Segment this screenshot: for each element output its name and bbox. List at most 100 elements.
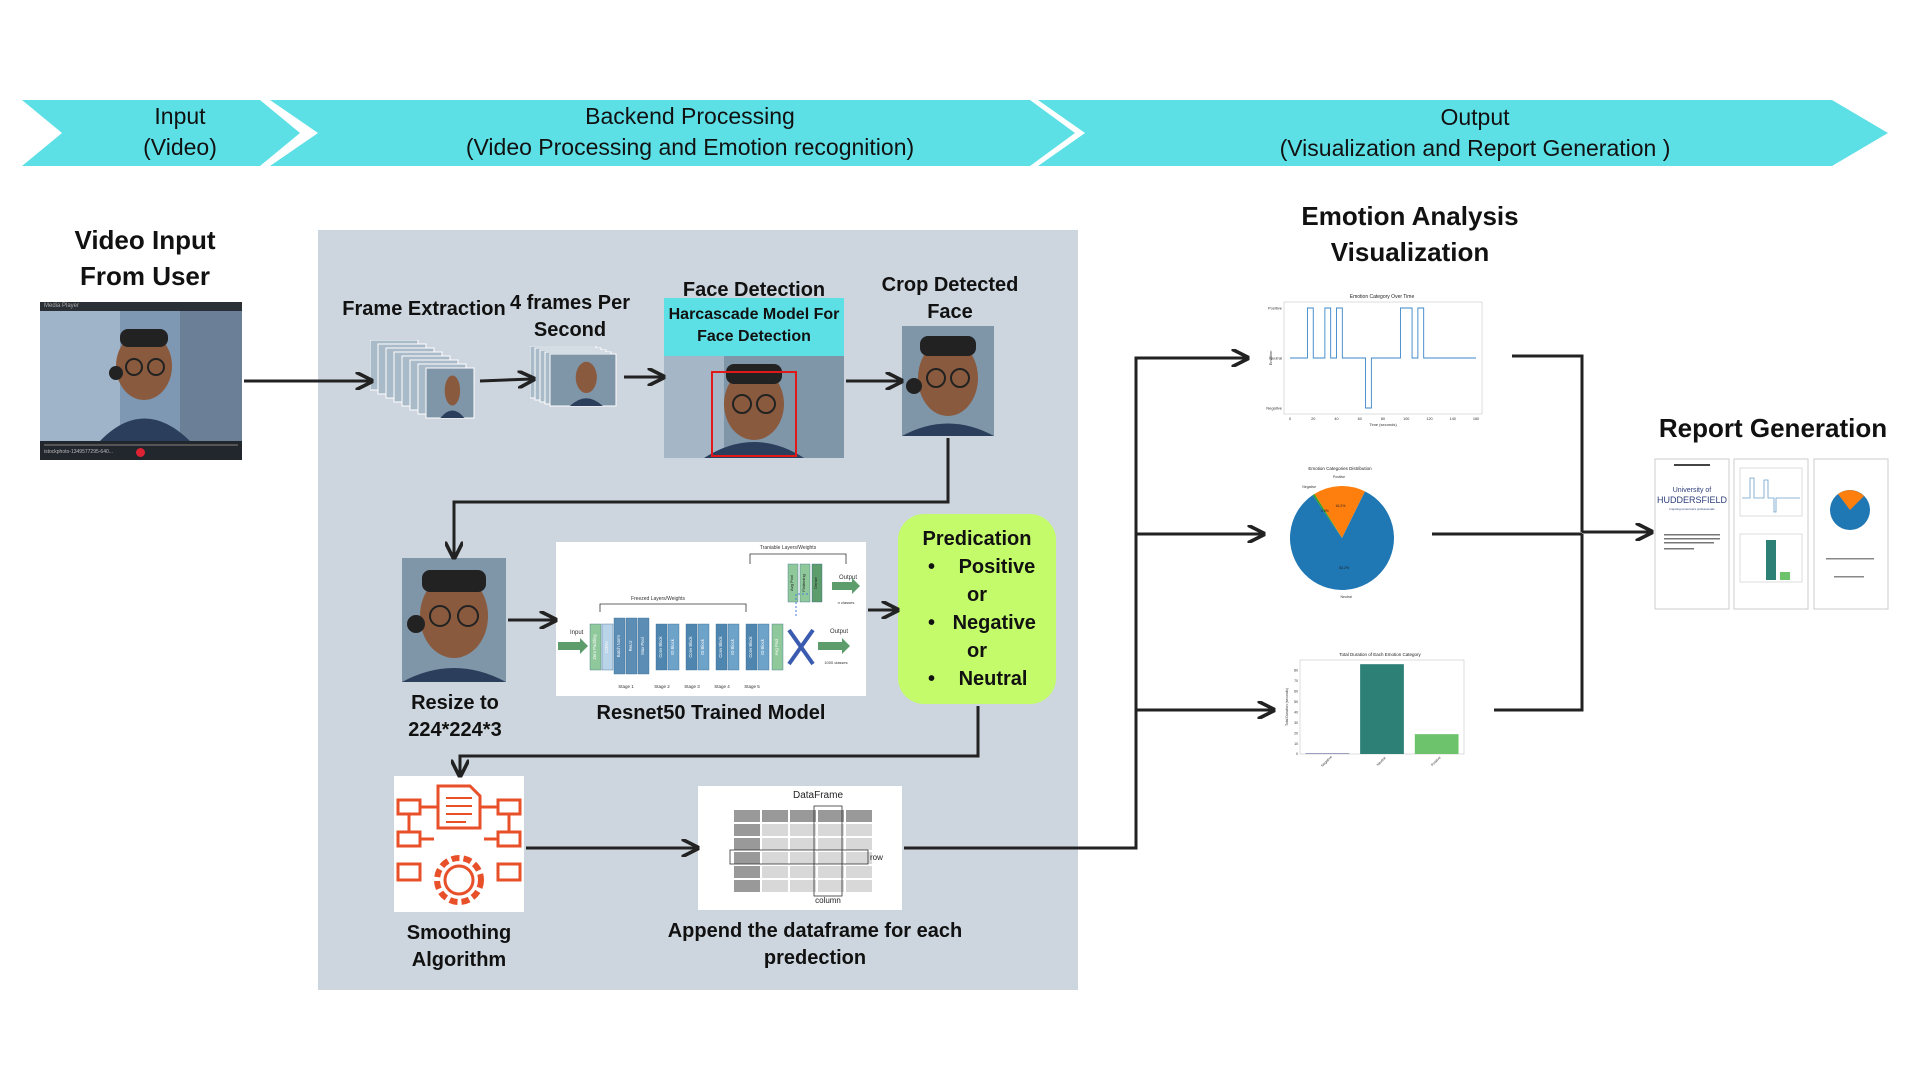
df-cell [762, 824, 788, 836]
stage-output-subtitle: (Visualization and Report Generation ) [1279, 135, 1671, 161]
stage-output-title: Output [1440, 104, 1510, 130]
df-cell [846, 852, 872, 864]
resnet-block-label: CONV [604, 641, 609, 653]
stage-backend-subtitle: (Video Processing and Emotion recognitio… [465, 134, 915, 160]
resnet-input-label: Input [570, 630, 584, 636]
bar-chart-ytick: 0 [1296, 752, 1298, 756]
resnet-block-label: Conv Block [688, 636, 693, 658]
resnet-block [625, 617, 638, 675]
df-cell [818, 824, 844, 836]
resnet-block-label: Avg Pool [774, 639, 779, 656]
df-row-highlight [729, 849, 869, 865]
frame-face [575, 361, 597, 393]
resnet-block [637, 617, 650, 675]
stage-output-label: Output (Visualization and Report Generat… [1200, 102, 1750, 164]
prediction-title: Predication [922, 528, 1032, 550]
prediction-bullet-neutral: • Neutral [928, 668, 1028, 690]
play-icon[interactable] [136, 448, 145, 457]
df-cell [790, 810, 816, 822]
resnet-block [727, 623, 740, 671]
resnet-top-label: Flattening [801, 574, 806, 592]
df-cell [790, 838, 816, 850]
line-chart-series [1290, 307, 1476, 409]
resnet-output-bottom-label: Output [830, 629, 848, 635]
line-chart-xtick: 80 [1381, 417, 1385, 421]
video-filename: istockphoto-1349577295-640... [44, 449, 113, 455]
prediction-negative: Negative [952, 612, 1036, 634]
df-column-highlight [813, 805, 843, 897]
visualization-line1: Emotion Analysis [1301, 201, 1519, 231]
video-player-controls[interactable]: istockphoto-1349577295-640... [40, 441, 242, 460]
haarcascade-model-box: Harcascade Model For Face Detection [664, 298, 844, 356]
frame-body [569, 398, 603, 406]
resize-label: Resize to 224*224*3 [380, 690, 530, 744]
pie-chart: Emotion Categories Distribution Positive… [1290, 466, 1394, 599]
stage-input-label: Input (Video) [100, 101, 260, 163]
model-line1: Harcascade Model For [668, 306, 840, 323]
prediction-box: Predication • Positive or • Negative or … [898, 514, 1056, 704]
bar-chart-ytick: 70 [1294, 679, 1298, 683]
smoothing-label: Smoothing Algorithm [384, 920, 534, 974]
crop-line2: Face [927, 301, 973, 323]
prediction-bullet-positive: • Positive [928, 556, 1036, 578]
bar-chart-ytick: 10 [1294, 742, 1298, 746]
report-generation-title: Report Generation [1658, 413, 1888, 443]
resnet-block-label: ID Block [760, 638, 765, 654]
line-chart-xtick: 160 [1473, 417, 1479, 421]
video-seekbar[interactable] [44, 444, 238, 446]
resnet-output-top-arrow [832, 578, 860, 594]
line-chart-title: Emotion Category Over Time [1350, 294, 1415, 300]
resnet-output-bottom-sub: 1000 classes [824, 660, 847, 665]
resnet-trainable-label: Traniable Layers/Weights [760, 545, 817, 551]
smoothing-line1: Smoothing [406, 922, 512, 944]
face-detection-image [664, 356, 844, 458]
bar-chart-ylabel: Total Duration (seconds) [1285, 688, 1289, 726]
line-chart-xtick: 140 [1450, 417, 1456, 421]
prediction-or1: or [967, 584, 987, 606]
video-input-line1: Video Input [74, 225, 216, 255]
stage-input-subtitle: (Video) [143, 134, 217, 160]
line-chart-xlabel: Time (seconds) [1369, 422, 1397, 427]
bar-negative [1305, 753, 1350, 754]
dataframe-caption-line2: predection [763, 947, 867, 969]
video-player-thumbnail[interactable]: Media Player istockphoto-1349577295-640.… [40, 302, 242, 460]
df-cell [734, 852, 760, 864]
bar-chart-title: Total Duration of Each Emotion Category [1339, 652, 1421, 657]
pie-slice-positive [1314, 486, 1365, 538]
line-chart-frame [1283, 301, 1483, 415]
resnet-block [745, 623, 758, 671]
stage-backend-chevron [270, 100, 1075, 166]
dataframe-caption: Append the dataframe for each predection [660, 918, 970, 972]
line-chart-xtick: 0 [1289, 417, 1291, 421]
video-frame-image [40, 311, 242, 441]
report-page-2 [1733, 458, 1809, 610]
df-cell [734, 838, 760, 850]
line-chart-ytick: Neutral [1269, 356, 1282, 361]
smoothing-algorithm-icon [394, 776, 524, 912]
line-chart: Emotion Category Over Time PositiveNeutr… [1250, 290, 1488, 430]
df-cell [846, 866, 872, 878]
df-cell [734, 880, 760, 892]
cropped-face-image [902, 326, 994, 436]
report-page-3 [1813, 458, 1889, 610]
line-chart-xtick: 120 [1426, 417, 1432, 421]
resnet-block [655, 623, 668, 671]
pie-slice-negative [1312, 493, 1342, 538]
fps-label: 4 frames Per Second [505, 290, 635, 344]
pie-label: Neutral [1341, 595, 1353, 599]
df-cell [734, 866, 760, 878]
model-line2: Face Detection [697, 328, 811, 345]
stage-output-chevron [1038, 100, 1888, 166]
resnet-top-label: Dense [813, 576, 818, 588]
dataframe-caption-line1: Append the dataframe for each [667, 920, 963, 942]
df-cell [818, 866, 844, 878]
bar-chart-xtick: Positive [1430, 756, 1442, 768]
dataframe-column-label: column [815, 896, 841, 905]
resnet-stage-label: Stage 5 [744, 684, 760, 689]
bar-chart: Total Duration of Each Emotion Category … [1280, 648, 1470, 772]
resnet-stage-label: Stage 3 [684, 684, 700, 689]
resnet-block-label: ID Block [700, 638, 705, 654]
resnet-stage-label: Stage 4 [714, 684, 730, 689]
pie-pct: 16.2% [1335, 504, 1345, 508]
line-chart-ytick: Negative [1266, 406, 1283, 411]
